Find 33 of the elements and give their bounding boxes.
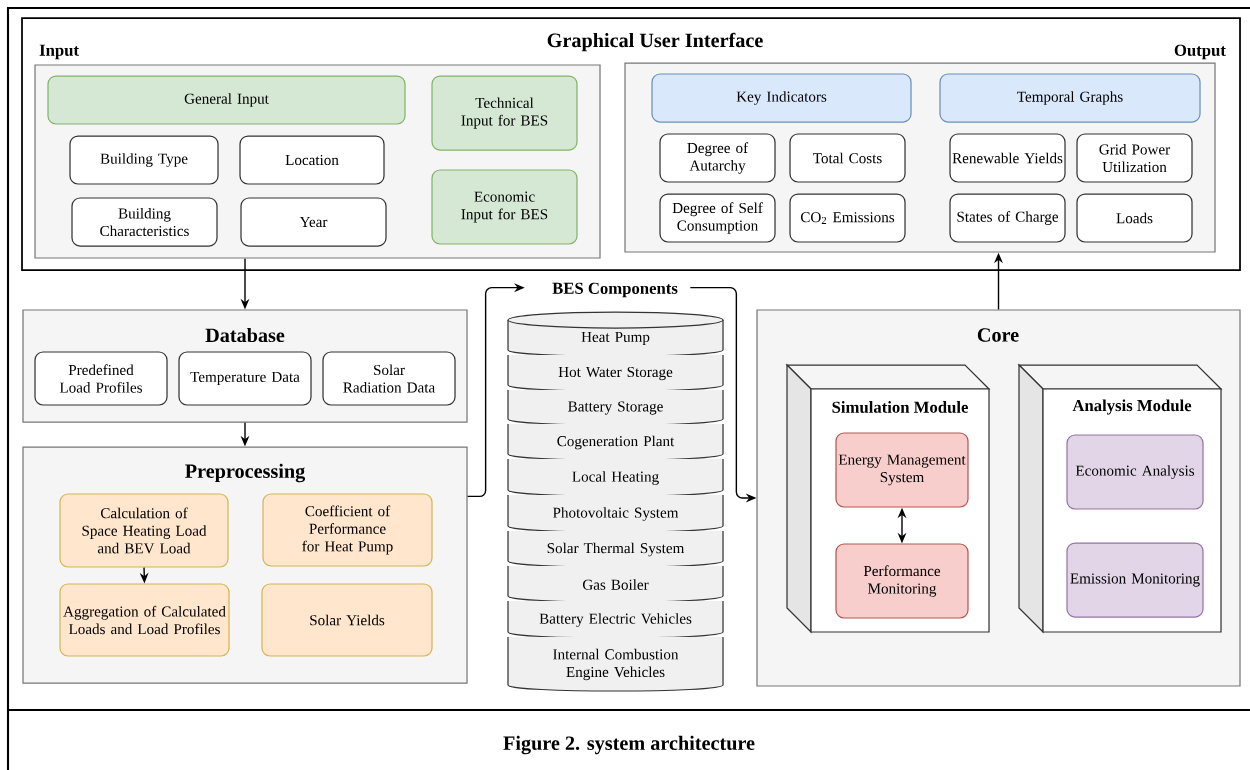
item-box: Loads — [1076, 193, 1193, 243]
item-box: Location — [239, 135, 385, 185]
node-label: Output — [1174, 44, 1226, 60]
stack-heading: BES Components — [552, 282, 678, 298]
item-box: Building Type — [69, 135, 219, 185]
item-box: Solar Radiation Data — [322, 351, 456, 406]
input-box: General Input — [47, 75, 406, 125]
process-box: Aggregation of Calculated Loads and Load Profiles — [59, 583, 230, 657]
output-box: Temporal Graphs — [939, 73, 1201, 123]
item-box: Building Characteristics — [71, 197, 218, 247]
component-disc: Heat Pump — [507, 311, 724, 357]
item-box: Grid Power Utilization — [1076, 133, 1193, 183]
item-box: Renewable Yields — [949, 133, 1066, 183]
input-box: Technical Input for BES — [431, 75, 578, 151]
module-box: Economic Analysis — [1066, 434, 1204, 510]
output-box: Key Indicators — [651, 73, 912, 123]
item-box: CO$_{2}$ Emissions — [789, 193, 906, 243]
item-box: Year — [240, 197, 387, 247]
node-label: Input — [39, 44, 79, 60]
process-box: Calculation of Space Heating Load and BEV Load — [59, 493, 229, 568]
item-box: Predefined Load Profiles — [34, 351, 168, 406]
item-box: Temperature Data — [178, 351, 312, 406]
module-box: Energy Management System — [835, 432, 969, 508]
item-box: Degree of Self Consumption — [659, 193, 776, 243]
item-box: States of Charge — [949, 193, 1066, 243]
item-box: Total Costs — [789, 133, 906, 183]
item-box: Degree of Autarchy — [659, 133, 776, 183]
module-box: Emission Monitoring — [1066, 542, 1204, 618]
process-box: Coefficient of Performance for Heat Pump — [262, 493, 433, 567]
module-box: Performance Monitoring — [835, 543, 969, 619]
process-box: Solar Yields — [261, 583, 433, 657]
figure-caption: Figure 2. system architecture — [503, 735, 755, 755]
input-box: Economic Input for BES — [431, 169, 578, 245]
